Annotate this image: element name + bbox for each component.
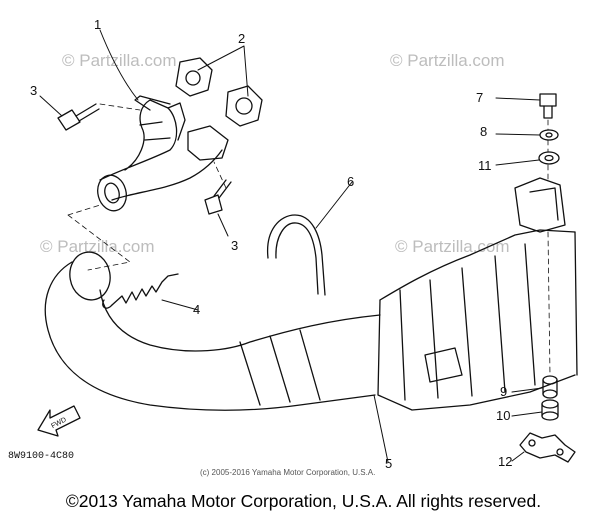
- bracket-part-12: [519, 432, 576, 463]
- watermark-right: © Partzilla.com: [390, 51, 505, 70]
- watermark-lower-left: © Partzilla.com: [40, 237, 155, 256]
- leader-lines: [39, 29, 543, 463]
- callout-3-upper: 3: [30, 83, 37, 98]
- diagram-code: 8W9100-4C80: [8, 451, 74, 462]
- callout-4: 4: [193, 302, 200, 317]
- washer-part-8: [539, 129, 559, 141]
- spring-part-4: [102, 273, 179, 309]
- callout-8: 8: [480, 124, 487, 139]
- callout-1: 1: [94, 17, 101, 32]
- watermark-lower-right: © Partzilla.com: [395, 237, 510, 256]
- callout-6: 6: [347, 174, 354, 189]
- footer-copyright: ©2013 Yamaha Motor Corporation, U.S.A. A…: [65, 491, 542, 511]
- gasket-part-2-b: [225, 85, 263, 127]
- callout-3-lower: 3: [231, 238, 238, 253]
- callout-labels: 1 2 3 3 4 5 6 7 8 11 9 10 12: [30, 17, 512, 471]
- assembly-dashed-lines: [67, 103, 551, 377]
- bolt-part-3-lower: [204, 179, 232, 215]
- gasket-part-2-a: [175, 57, 213, 97]
- callout-9: 9: [500, 384, 507, 399]
- exhaust-manifold-part-1: [97, 95, 229, 212]
- bolt-part-7: [539, 93, 557, 119]
- exhaust-pipe-muffler-part-5: [44, 177, 578, 411]
- callout-2: 2: [238, 31, 245, 46]
- hose-part-6: [266, 214, 326, 296]
- inner-copyright: (c) 2005-2016 Yamaha Motor Corporation, …: [200, 468, 375, 477]
- grommet-part-9: [542, 375, 558, 399]
- callout-5: 5: [385, 456, 392, 471]
- callout-11: 11: [478, 158, 492, 173]
- callout-7: 7: [476, 90, 483, 105]
- bolt-part-3-upper: [57, 103, 100, 131]
- forward-arrow-icon: [37, 405, 81, 437]
- callout-10: 10: [496, 408, 510, 423]
- watermark-main: © Partzilla.com: [62, 51, 177, 70]
- collar-part-11: [538, 151, 560, 165]
- callout-12: 12: [498, 454, 512, 469]
- collar-part-10: [541, 399, 559, 421]
